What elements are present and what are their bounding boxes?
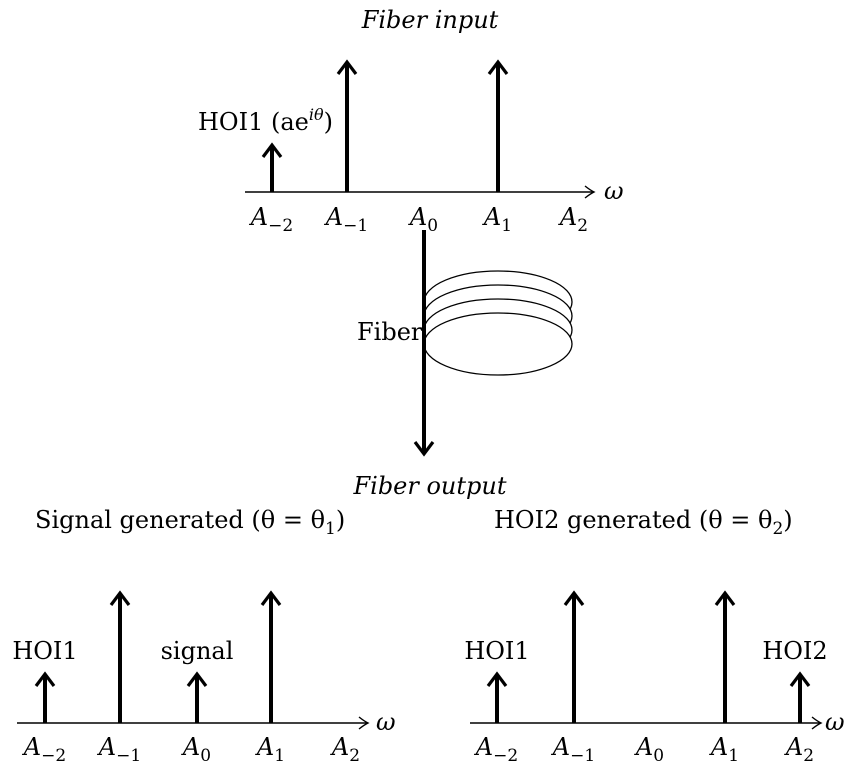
top-tick-a1: A1 [482,203,512,236]
right-tick-a2: A2 [784,733,814,765]
right-spike-a1 [714,590,736,723]
right-tick-a1: A1 [709,733,739,765]
right-omega-label: ω [825,708,845,736]
top-omega-label: ω [604,177,624,205]
left-axis-arrowhead [358,716,370,730]
right-spike-a2 [789,671,811,723]
top-axis-arrowhead [584,185,596,199]
right-hoi2-label: HOI2 [762,637,827,665]
fiber-label: Fiber [357,318,423,346]
right-spike-a-minus1 [563,590,585,723]
left-hoi1-label: HOI1 [12,637,77,665]
top-tick-a2: A2 [558,203,588,236]
right-tick-a-minus2: A−2 [474,733,518,765]
left-tick-a-minus2: A−2 [22,733,66,765]
left-spike-a0-signal [186,671,208,723]
right-tick-a0: A0 [634,733,664,765]
left-panel-heading: Signal generated (θ = θ1) [35,506,345,539]
left-spike-a-minus2 [34,671,56,723]
top-spike-a-minus2 [261,142,283,192]
fiber-input-title: Fiber input [361,6,499,34]
left-spike-a1 [260,590,282,723]
left-tick-a2: A2 [330,733,360,765]
top-tick-a-minus1: A−1 [324,203,368,236]
right-spike-a-minus2 [486,671,508,723]
left-tick-a-minus1: A−1 [97,733,141,765]
left-signal-label: signal [161,637,234,665]
left-tick-a0: A0 [181,733,211,765]
right-tick-a-minus1: A−1 [551,733,595,765]
right-panel-heading: HOI2 generated (θ = θ2) [494,506,793,539]
left-tick-a1: A1 [255,733,285,765]
top-spike-a-minus1 [336,59,358,192]
right-axis-arrowhead [811,716,823,730]
top-spike-a1 [487,59,509,192]
top-hoi1-label: HOI1 (aeiθ) [198,105,333,136]
top-tick-a-minus2: A−2 [249,203,293,236]
fiber-coil [423,270,573,376]
left-omega-label: ω [376,708,396,736]
fiber-down-arrow [413,230,435,457]
right-hoi1-label: HOI1 [464,637,529,665]
top-tick-a0: A0 [408,203,438,236]
left-spike-a-minus1 [109,590,131,723]
fiber-output-title: Fiber output [352,472,506,500]
